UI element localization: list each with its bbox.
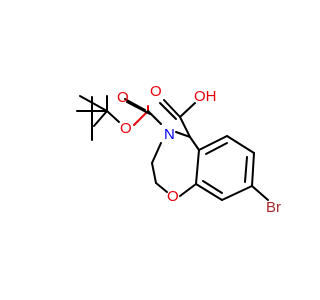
atom-ester-carbonyl-oxygen: O	[117, 89, 129, 106]
atom-labels: O N Br O O O OH	[117, 83, 281, 216]
atom-nitrogen: N	[164, 126, 175, 143]
bond-benz-6	[198, 135, 228, 151]
bond-tbu-to-o	[106, 110, 120, 123]
bond-ester-c-o-double-c	[126, 101, 151, 115]
atom-bromine: Br	[266, 199, 281, 216]
bond-benz-2	[195, 183, 223, 201]
bond-ch2-to-ch2	[151, 162, 157, 184]
bond-benz-inner-a	[205, 142, 228, 155]
bond-ester-o-to-c	[133, 110, 149, 126]
bond-aryl-to-br	[251, 185, 269, 201]
bond-tbu-to-ch3a	[79, 95, 108, 112]
bond-cooh-to-oh	[179, 102, 196, 118]
bond-ch-to-aryl	[189, 136, 200, 151]
bond-n-to-ch2	[151, 142, 162, 164]
atom-hydroxyl: OH	[194, 88, 217, 105]
bond-benz-inner-b	[244, 156, 248, 183]
bond-ch-to-cooh	[179, 116, 191, 138]
bond-tbu-to-ch3c	[93, 110, 108, 127]
atom-acid-carbonyl-oxygen: O	[150, 83, 162, 100]
bond-benz-5	[226, 135, 255, 154]
atom-ring-oxygen: O	[167, 188, 179, 205]
bond-cooh-c-o-double-a	[163, 99, 181, 118]
bond-lines	[76, 95, 269, 201]
bond-benz-3	[221, 185, 253, 201]
bond-cooh-c-o-double-b	[159, 102, 177, 120]
bond-benz-inner-c	[202, 180, 223, 194]
bond-ester-c-o-double-b	[124, 98, 146, 111]
bond-benz-1	[195, 149, 200, 185]
bond-benz-4	[251, 152, 255, 187]
bond-ch2-to-o	[155, 182, 168, 193]
atom-ester-ether-oxygen: O	[120, 120, 132, 137]
molecule-structure-diagram: O N Br O O O OH	[76, 83, 281, 216]
bond-o-to-aryl	[179, 183, 197, 197]
bond-n-to-ch	[175, 131, 191, 138]
